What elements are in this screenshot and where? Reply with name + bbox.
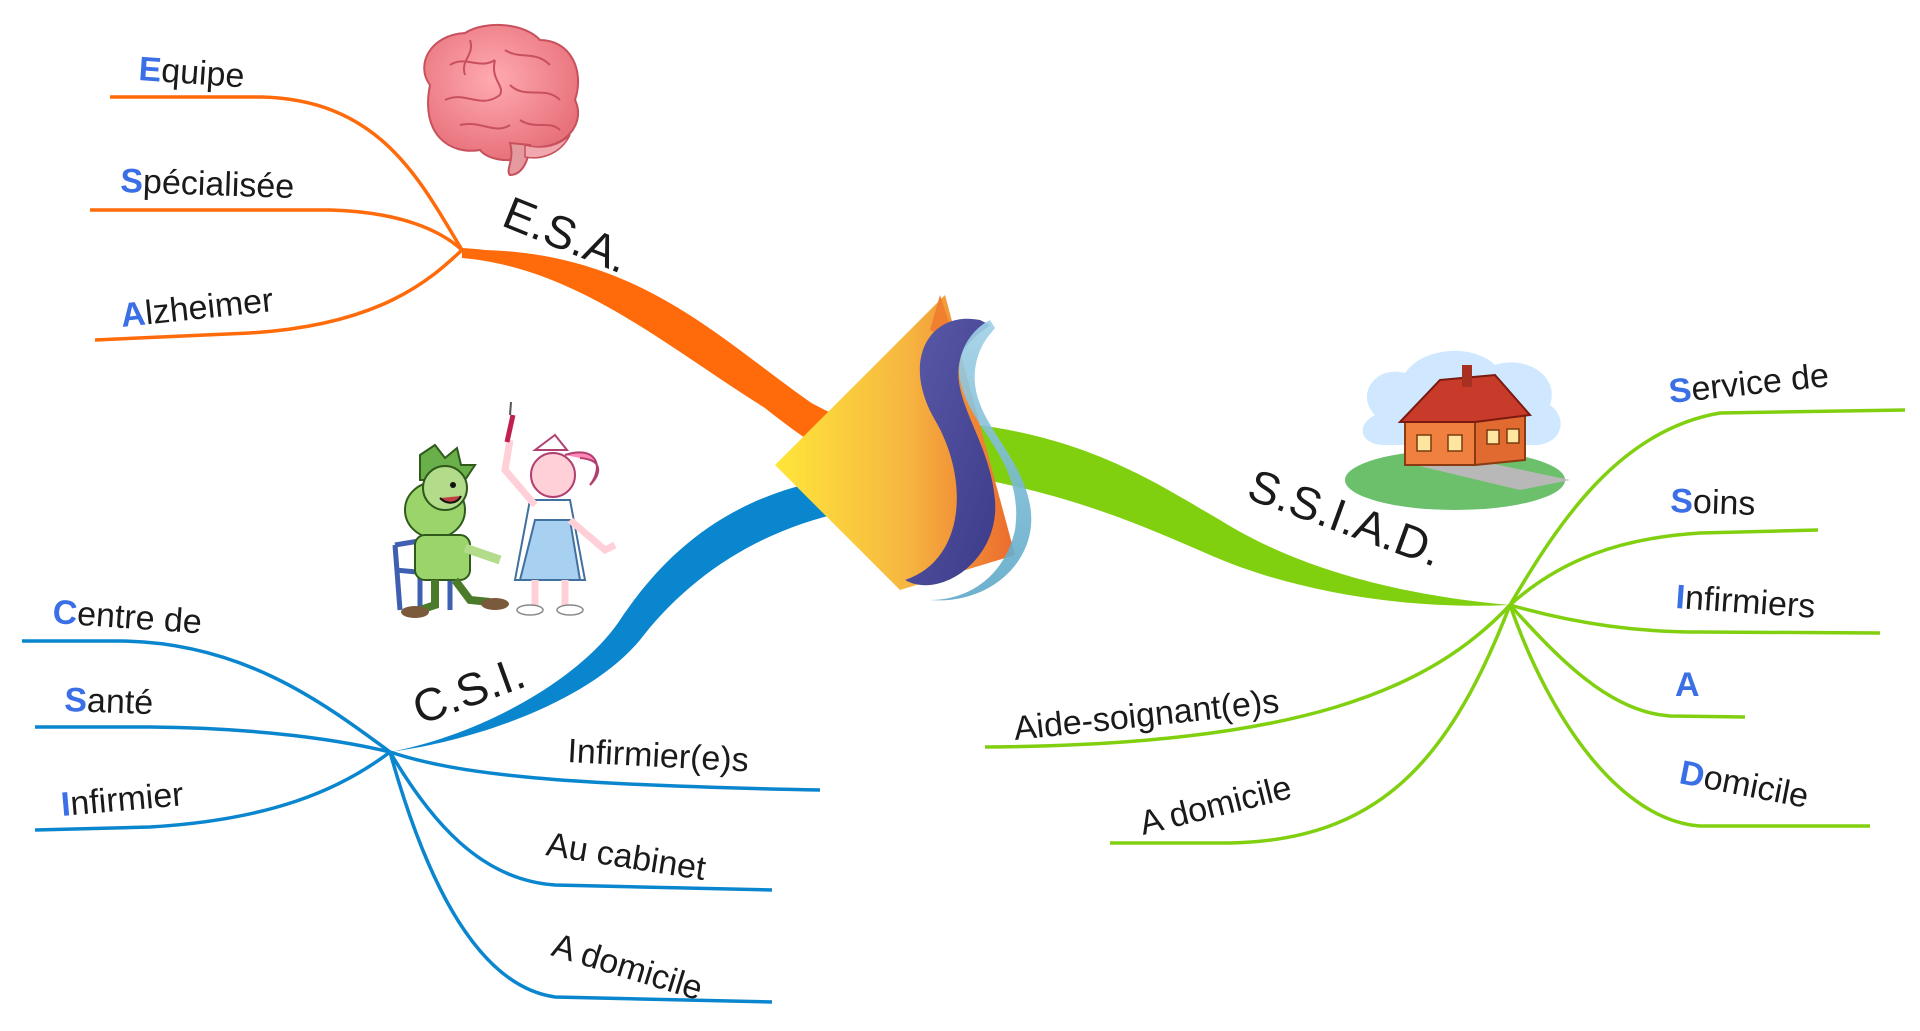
nurse-and-patient-icon <box>392 401 617 618</box>
csi-leaf-1-rest: entre de <box>76 595 203 642</box>
ssiad-leaf-3: Infirmiers <box>1674 578 1816 626</box>
ssiad-leaf-2: Soins <box>1670 482 1756 523</box>
central-s-logo-icon <box>775 295 1032 601</box>
ssiad-leaf-2-rest: oins <box>1692 483 1756 523</box>
csi-leaf-3: Infirmier <box>59 775 185 824</box>
ssiad-leaf-1: Service de <box>1667 356 1831 411</box>
csi-leaf-1-initial: C <box>51 593 78 633</box>
csi-detail-line-1 <box>389 750 821 792</box>
ssiad-leaf-line-1 <box>1508 408 1906 606</box>
ssiad-detail-line-2 <box>1110 604 1512 845</box>
brain-icon <box>423 23 580 177</box>
ssiad-leaf-1-initial: S <box>1667 371 1694 411</box>
ssiad-leaf-5: Domicile <box>1676 754 1811 816</box>
esa-leaf-line-1 <box>110 95 464 251</box>
ssiad-detail-2: A domicile <box>1136 768 1296 842</box>
ssiad-leaf-line-5 <box>1508 604 1870 828</box>
ssiad-leaf-line-4 <box>1508 603 1746 719</box>
ssiad-detail-1: Aide-soignant(e)s <box>1012 682 1281 748</box>
csi-leaf-2-rest: anté <box>86 682 153 722</box>
csi-leaf-line-3 <box>34 750 392 832</box>
ssiad-leaf-line-3 <box>1509 603 1881 635</box>
esa-leaf-2-rest: pécialisée <box>142 163 294 206</box>
csi-title: C.S.I. <box>406 646 532 734</box>
esa-leaf-1: Equipe <box>137 50 245 95</box>
csi-leaf-3-initial: I <box>59 785 72 824</box>
esa-leaf-1-rest: quipe <box>160 52 246 96</box>
ssiad-leaf-5-rest: omicile <box>1701 758 1812 815</box>
esa-leaf-2: Spécialisée <box>120 162 295 206</box>
ssiad-leaf-2-initial: S <box>1670 482 1694 521</box>
ssiad-branch: S.S.I.A.D. Service de Soins Infirmiers A… <box>930 350 1906 845</box>
esa-leaf-line-2 <box>90 208 464 252</box>
csi-leaf-2-initial: S <box>64 681 88 720</box>
ssiad-leaf-line-2 <box>1508 528 1819 607</box>
csi-main-connector <box>390 480 845 752</box>
csi-detail-line-3 <box>388 751 773 1004</box>
csi-detail-line-2 <box>388 751 773 892</box>
ssiad-leaf-4-initial: A <box>1675 666 1700 704</box>
esa-leaf-2-initial: S <box>120 162 144 201</box>
house-icon <box>1345 350 1570 510</box>
ssiad-detail-line-1 <box>984 603 1512 749</box>
esa-leaf-3-initial: A <box>119 295 147 335</box>
csi-detail-2: Au cabinet <box>544 825 709 888</box>
ssiad-leaf-3-initial: I <box>1674 578 1686 617</box>
csi-detail-1: Infirmier(e)s <box>567 732 750 779</box>
csi-branch: C.S.I. Centre de Santé Infirmier Infirmi… <box>22 401 845 1008</box>
csi-leaf-1: Centre de <box>51 593 203 641</box>
csi-leaf-line-1 <box>22 639 392 754</box>
esa-branch: E.S.A. Equipe Spécialisée Alzheimer <box>90 23 845 448</box>
csi-leaf-3-rest: nfirmier <box>69 775 185 823</box>
ssiad-main-connector <box>930 420 1510 606</box>
ssiad-leaf-4: A <box>1675 666 1700 704</box>
csi-leaf-2: Santé <box>64 681 154 722</box>
csi-leaf-line-2 <box>35 725 391 754</box>
ssiad-leaf-3-rest: nfirmiers <box>1684 579 1817 626</box>
esa-leaf-3: Alzheimer <box>119 281 275 335</box>
esa-leaf-3-rest: lzheimer <box>143 281 275 332</box>
ssiad-leaf-1-rest: ervice de <box>1689 356 1830 408</box>
esa-leaf-1-initial: E <box>137 50 162 89</box>
esa-leaf-line-3 <box>94 248 464 342</box>
